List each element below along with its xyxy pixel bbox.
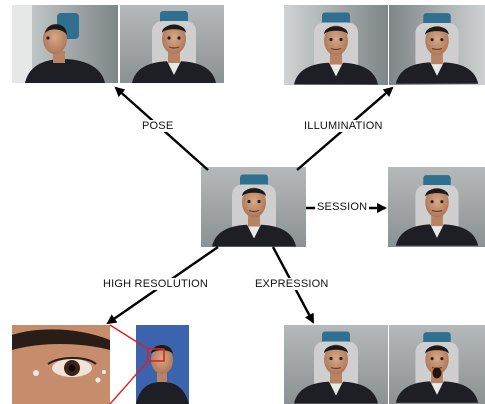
illumination-photo-right — [389, 5, 485, 85]
center-photo — [201, 167, 306, 247]
expression-photo-smile — [284, 325, 388, 404]
illumination-photo-left — [284, 5, 388, 85]
pose-photo-right — [120, 5, 224, 83]
illumination-label: ILLUMINATION — [302, 120, 385, 132]
expression-label: EXPRESSION — [253, 278, 331, 290]
pose-photo-left — [12, 5, 118, 83]
session-photo — [388, 167, 485, 247]
high-resolution-full-photo — [136, 325, 189, 404]
zoom-line-bottom — [109, 360, 149, 404]
zoom-line-top — [109, 324, 149, 350]
session-label: SESSION — [315, 201, 370, 213]
high-resolution-eye-closeup — [12, 325, 110, 404]
zoom-box — [147, 348, 165, 362]
expression-photo-scream — [389, 325, 485, 404]
high-resolution-label: HIGH RESOLUTION — [101, 278, 211, 290]
pose-label: POSE — [140, 120, 176, 132]
